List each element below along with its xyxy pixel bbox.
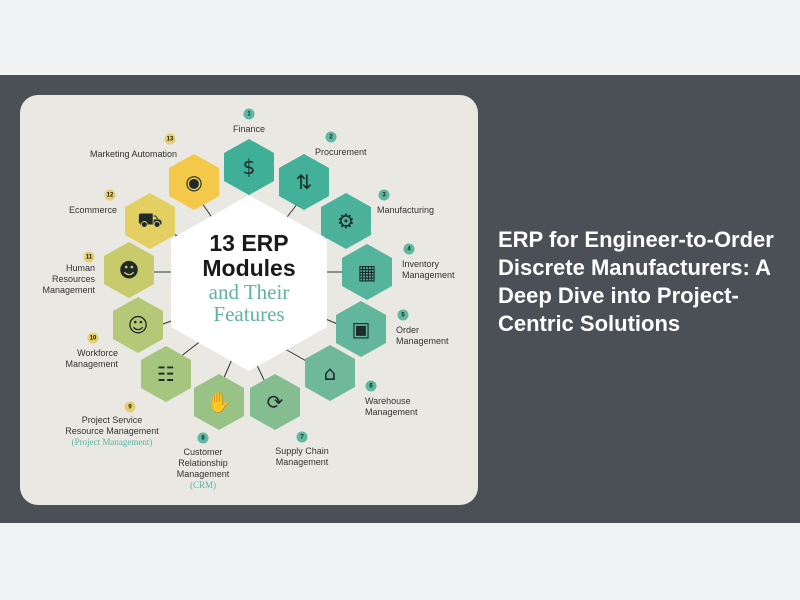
- gears-icon: ⚙: [321, 193, 371, 249]
- module-label: Workforce Management: [20, 348, 118, 370]
- module-number: 10: [87, 332, 99, 344]
- heading: 13 ERP: [209, 230, 289, 256]
- module-name: Workforce Management: [65, 348, 118, 369]
- module-number: 4: [403, 243, 415, 255]
- module-subtitle: (Project Management): [71, 437, 153, 447]
- heading: Modules: [202, 255, 296, 281]
- module-label: Customer Relationship Management(CRM): [153, 447, 253, 491]
- module-label: Manufacturing: [377, 205, 434, 216]
- module-label: Human Resources Management: [20, 263, 95, 296]
- org-chart-icon: ☷: [141, 346, 191, 402]
- handshake-icon: ✋: [194, 374, 244, 430]
- module-number: 12: [104, 189, 116, 201]
- subheading: Features: [213, 302, 285, 326]
- module-label: Warehouse Management: [365, 396, 418, 418]
- module-label: Order Management: [396, 325, 449, 347]
- module-name: Project Service Resource Management: [65, 415, 159, 436]
- module-label: Ecommerce: [20, 205, 117, 216]
- module-number: 6: [365, 380, 377, 392]
- module-number: 3: [378, 189, 390, 201]
- module-name: Human Resources Management: [42, 263, 95, 295]
- module-label: Procurement: [315, 147, 367, 158]
- module-number: 1: [243, 108, 255, 120]
- module-label: Finance: [224, 124, 274, 135]
- module-number: 2: [325, 131, 337, 143]
- article-title[interactable]: ERP for Engineer-to-Order Discrete Manuf…: [498, 227, 774, 336]
- factory-icon: ⌂: [305, 345, 355, 401]
- module-number: 13: [164, 133, 176, 145]
- module-number: 7: [296, 431, 308, 443]
- module-name: Warehouse Management: [365, 396, 418, 417]
- module-name: Order Management: [396, 325, 449, 346]
- subheading: and Their: [208, 280, 290, 304]
- team-cycle-icon: ☺: [113, 297, 163, 353]
- module-label: Supply Chain Management: [252, 446, 352, 468]
- module-label: Marketing Automation: [20, 149, 177, 160]
- module-name: Inventory Management: [402, 259, 455, 280]
- module-name: Manufacturing: [377, 205, 435, 215]
- module-number: 8: [197, 432, 209, 444]
- module-name: Ecommerce: [68, 205, 117, 215]
- module-number: 11: [83, 251, 95, 263]
- cycle-box-icon: ⟳: [250, 374, 300, 430]
- module-number: 5: [397, 309, 409, 321]
- module-subtitle: (CRM): [189, 480, 216, 490]
- module-name: Customer Relationship Management: [176, 447, 230, 479]
- module-label: Inventory Management: [402, 259, 455, 281]
- module-name: Supply Chain Management: [275, 446, 329, 467]
- boxes-icon: ▦: [342, 244, 392, 300]
- module-name: Marketing Automation: [89, 149, 177, 159]
- module-name: Finance: [232, 124, 266, 134]
- module-label: Project Service Resource Management(Proj…: [42, 415, 182, 448]
- module-number: 9: [124, 401, 136, 413]
- module-name: Procurement: [315, 147, 367, 157]
- box-hand-icon: ▣: [336, 301, 386, 357]
- box-hands-icon: ⇅: [279, 154, 329, 210]
